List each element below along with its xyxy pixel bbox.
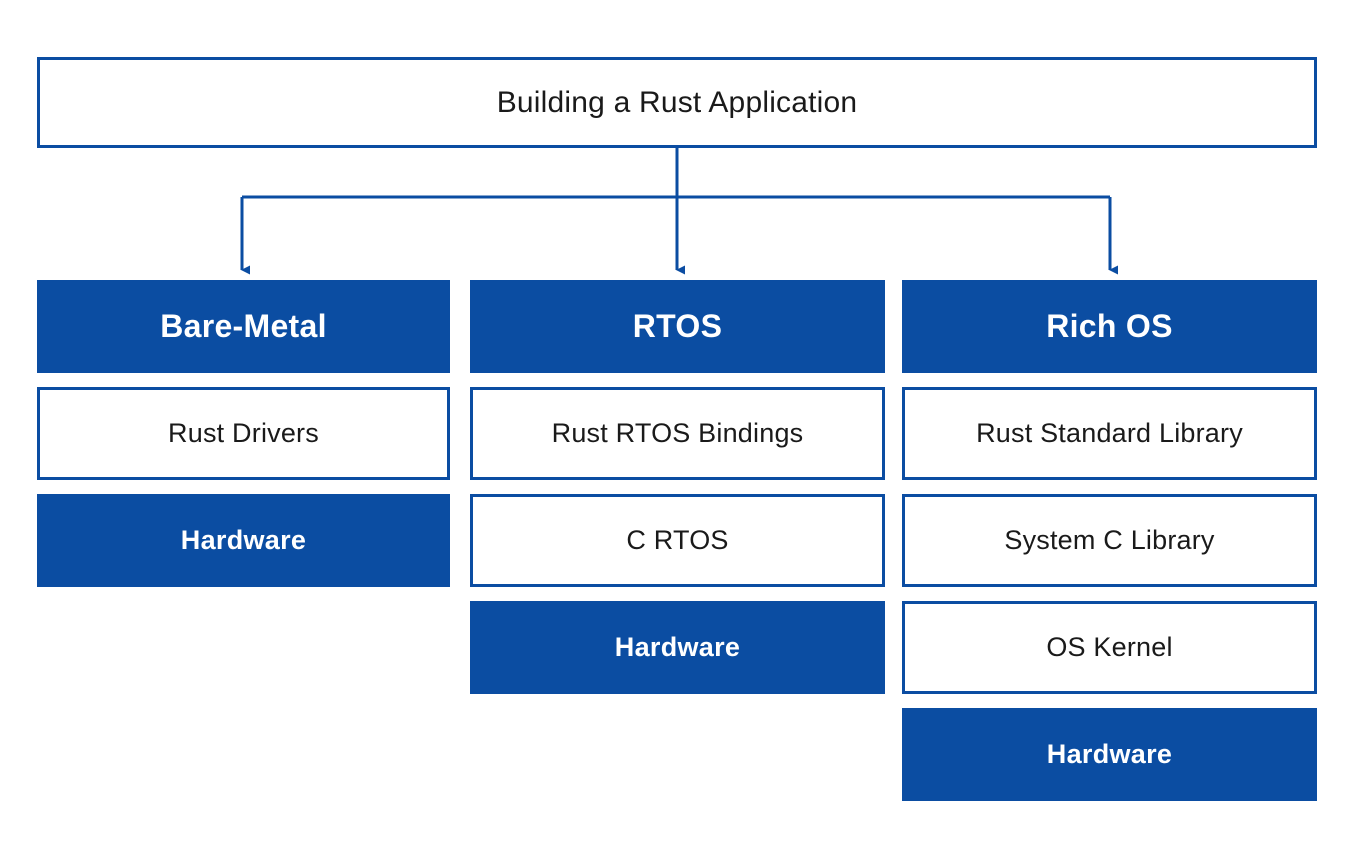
node-label: Hardware (614, 631, 741, 662)
node-os-kernel[interactable]: OS Kernel (902, 601, 1317, 694)
node-system-c-library[interactable]: System C Library (902, 494, 1317, 587)
column-header-rtos[interactable]: RTOS (470, 280, 885, 373)
node-label: System C Library (1004, 524, 1215, 555)
node-hardware-rtos[interactable]: Hardware (470, 601, 885, 694)
node-label: C RTOS (626, 524, 729, 555)
column-rich-os: Rich OS Rust Standard Library System C L… (902, 280, 1317, 815)
column-rtos: RTOS Rust RTOS Bindings C RTOS Hardware (470, 280, 885, 708)
node-label: Rust RTOS Bindings (551, 417, 804, 448)
node-hardware-bare-metal[interactable]: Hardware (37, 494, 450, 587)
node-c-rtos[interactable]: C RTOS (470, 494, 885, 587)
column-bare-metal: Bare-Metal Rust Drivers Hardware (37, 280, 450, 601)
node-label: Rust Drivers (168, 417, 319, 448)
root-node-building-a-rust-application: Building a Rust Application (37, 57, 1317, 148)
node-rust-rtos-bindings[interactable]: Rust RTOS Bindings (470, 387, 885, 480)
column-header-label: RTOS (632, 307, 723, 344)
node-label: Rust Standard Library (976, 417, 1243, 448)
node-label: OS Kernel (1046, 631, 1173, 662)
node-label: Hardware (1046, 738, 1173, 769)
node-rust-drivers[interactable]: Rust Drivers (37, 387, 450, 480)
column-header-bare-metal[interactable]: Bare-Metal (37, 280, 450, 373)
node-rust-standard-library[interactable]: Rust Standard Library (902, 387, 1317, 480)
node-label: Hardware (180, 524, 307, 555)
column-header-rich-os[interactable]: Rich OS (902, 280, 1317, 373)
node-hardware-rich-os[interactable]: Hardware (902, 708, 1317, 801)
column-header-label: Bare-Metal (160, 307, 327, 344)
column-header-label: Rich OS (1046, 307, 1173, 344)
root-node-label: Building a Rust Application (496, 85, 858, 119)
